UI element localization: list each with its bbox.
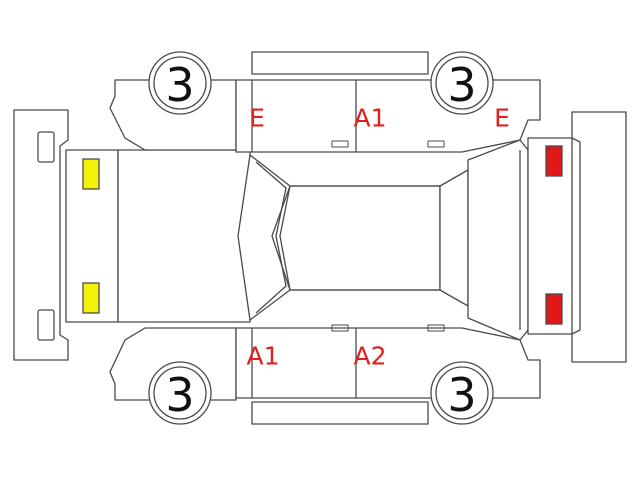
mark-left-front-fender: E bbox=[249, 104, 265, 133]
tire-front-right: 3 bbox=[148, 361, 212, 425]
front-lamp-bottom bbox=[82, 282, 100, 314]
rear-lamp-bottom bbox=[545, 293, 563, 325]
tire-rear-right: 3 bbox=[430, 361, 494, 425]
tire-front-right-value: 3 bbox=[165, 368, 194, 422]
tire-front-left-value: 3 bbox=[165, 58, 194, 112]
front-lamp-top bbox=[82, 158, 100, 190]
tire-rear-right-value: 3 bbox=[447, 368, 476, 422]
tire-rear-left-value: 3 bbox=[447, 58, 476, 112]
left-side-body bbox=[109, 51, 541, 153]
tire-front-left: 3 bbox=[148, 51, 212, 115]
mark-left-rear-fender: E bbox=[494, 104, 510, 133]
rear-lamp-top bbox=[545, 145, 563, 177]
rear-window bbox=[439, 139, 529, 341]
mark-left-rear-door: A1 bbox=[353, 104, 386, 133]
tire-rear-left: 3 bbox=[430, 51, 494, 115]
roof-panel bbox=[279, 185, 441, 291]
mark-right-rear-door: A2 bbox=[353, 342, 386, 371]
front-bumper bbox=[13, 109, 69, 361]
mark-right-front-door: A1 bbox=[246, 342, 279, 371]
rear-bumper bbox=[527, 111, 627, 363]
